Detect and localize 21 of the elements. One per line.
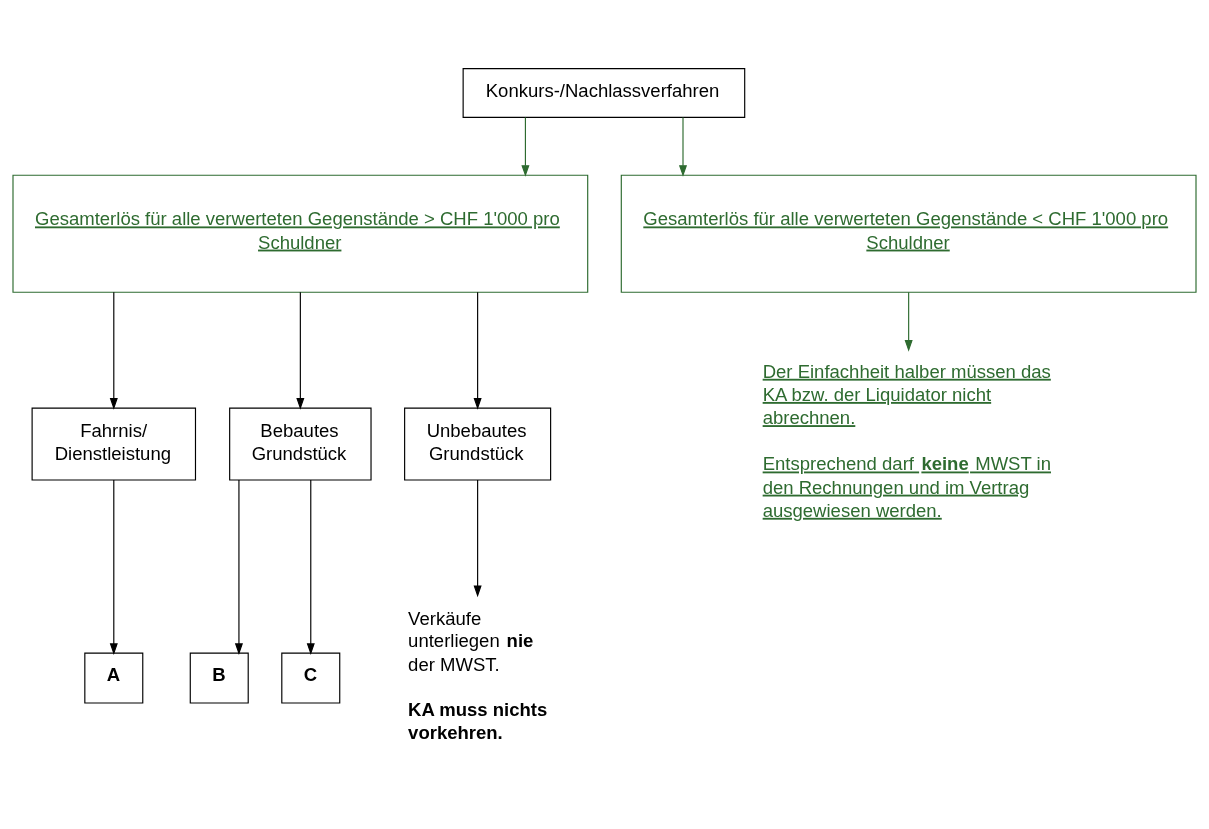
node-box: Unbebautes Grundstück	[404, 407, 552, 481]
arrow	[109, 291, 118, 410]
node-box: Gesamterlös für alle verwerteten Gegenstände < CHF 1'000 pro Schuldner	[620, 174, 1197, 293]
node-text: Der Einfachheit halber müssen das KA bzw. der Liquidator nicht abrechnen. Entsprechend darf keine MWST in den Rechnungen und im Vertrag ausgewiesen werden.	[762, 360, 1051, 521]
node-box: Bebautes Grundstück	[229, 407, 372, 481]
node-box: C	[281, 652, 341, 704]
arrow	[306, 479, 315, 655]
arrow	[473, 291, 482, 410]
arrow	[473, 479, 482, 598]
node-box: B	[189, 652, 249, 704]
arrow	[234, 479, 243, 655]
node-box: Gesamterlös für alle verwerteten Gegenstände > CHF 1'000 pro Schuldner	[12, 174, 589, 293]
arrow	[904, 291, 913, 352]
node-text: Verkäufe unterliegen nie der MWST. KA muss nichts vorkehren.	[408, 607, 548, 744]
node-box: A	[84, 652, 144, 704]
arrow	[678, 116, 688, 177]
node-box: Konkurs-/Nachlassverfahren	[462, 68, 746, 118]
arrow	[521, 116, 530, 177]
arrow	[109, 479, 118, 655]
arrow	[296, 291, 305, 410]
node-box: Fahrnis/ Dienstleistung	[31, 407, 197, 481]
